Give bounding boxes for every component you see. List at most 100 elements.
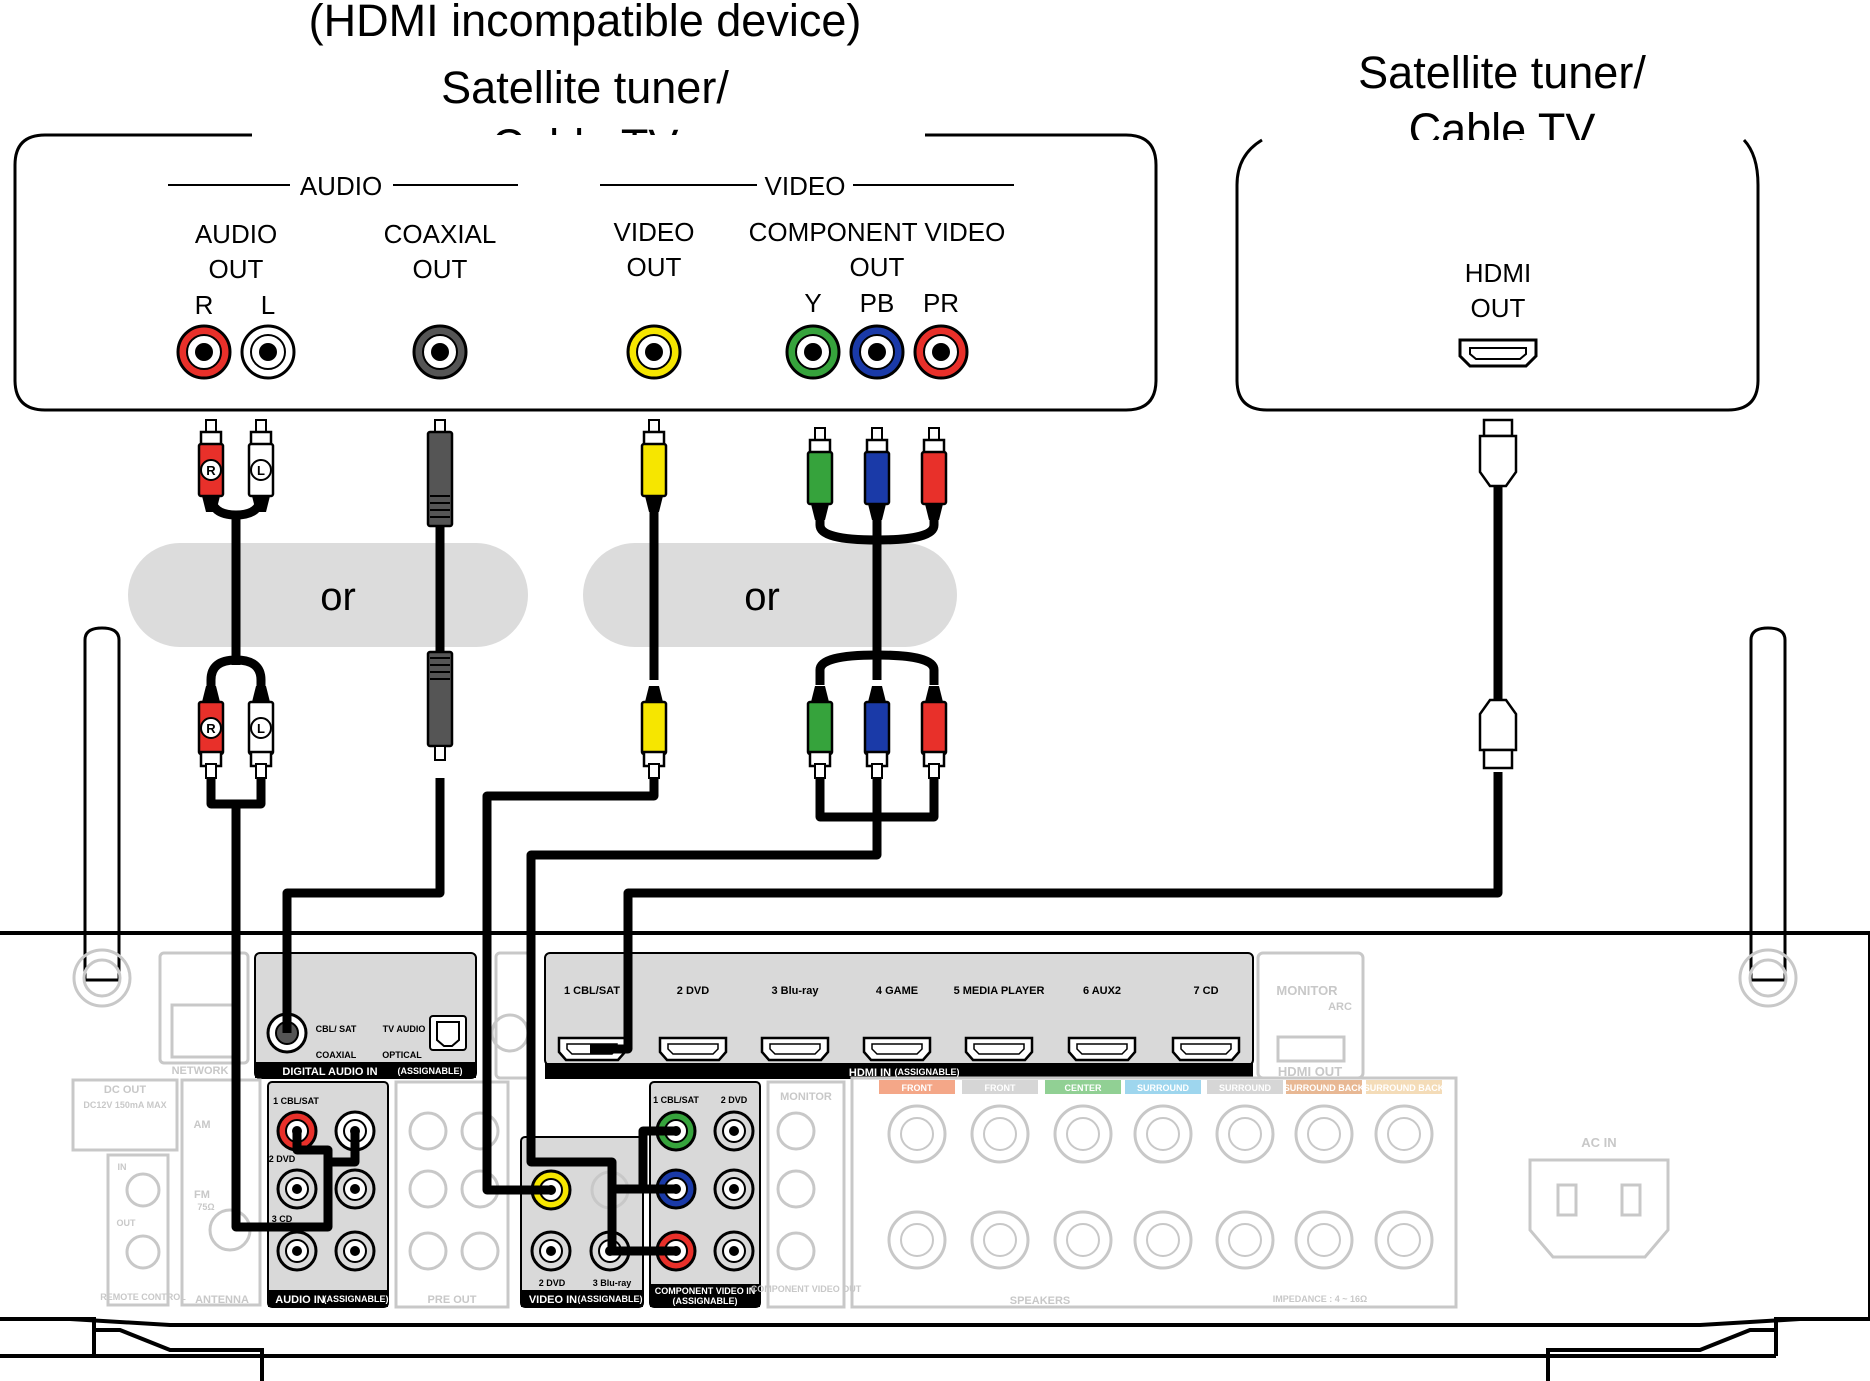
audio-out-label-2: OUT [209,254,264,284]
video-out-label-1: VIDEO [614,217,695,247]
audio-out-label-1: AUDIO [195,219,277,249]
speaker-terminal-5: SURROUND [1207,1080,1283,1270]
right-device: Satellite tuner/ Cable TV HDMI OUT [1235,47,1760,412]
hdmi-in-panel: HDMI IN (ASSIGNABLE) 1 CBL/SAT 2 DVD 3 Blu… [544,952,1254,1079]
network-label: NETWORK [172,1065,229,1077]
am-label: AM [193,1119,210,1131]
jack-audio-l [240,324,296,380]
plug-component-pr-bottom [920,686,948,779]
hdmi-in-assignable: (ASSIGNABLE) [895,1067,960,1077]
video-in-label: VIDEO IN [529,1294,577,1306]
left-device: (HDMI incompatible device) Satellite tun… [13,0,1158,412]
optical-label: OPTICAL [382,1050,422,1060]
antenna-right [1738,626,1798,1008]
hdmi-in-port-label: 1 CBL/SAT [564,985,620,997]
speaker-channel-label: FRONT [902,1083,933,1093]
pre-out-label: PRE OUT [428,1294,477,1306]
plug-video-bottom [640,686,668,779]
plug-component-y-bottom [806,686,834,779]
jack-video [626,324,682,380]
plug-letter: R [206,721,216,736]
coaxial-out-label-2: OUT [413,254,468,284]
antenna-label: ANTENNA [195,1294,249,1306]
jack-audio-r [176,324,232,380]
plug-hdmi-bottom [1478,698,1518,770]
plug-letter: R [206,463,216,478]
ac-in-socket: AC IN [1528,1135,1670,1259]
dc-out-label: DC OUT [104,1084,146,1096]
component-out-label-1: COMPONENT VIDEO [749,217,1006,247]
plug-component-pb-top [863,427,891,520]
speaker-terminal-7: SURROUND BACK [1364,1080,1445,1270]
video-in-label-2: 2 DVD [539,1278,566,1288]
hdmi-in-port-label: 6 AUX2 [1083,985,1121,997]
digital-audio-in-assignable: (ASSIGNABLE) [398,1066,463,1076]
left-device-subtitle: (HDMI incompatible device) [309,0,862,46]
hdmi-in-port-label: 2 DVD [677,985,709,997]
antenna-left [72,626,132,1008]
component-video-in-panel: COMPONENT VIDEO IN (ASSIGNABLE) 1 CBL/SA… [649,1081,761,1308]
hdmi-in-label: HDMI IN [849,1067,891,1079]
audio-in-label-1: 1 CBL/SAT [273,1096,319,1106]
hdmi-in-port-3: 3 Blu-ray [760,985,830,1062]
speaker-channel-label: SURROUND [1137,1083,1190,1093]
video-in-assignable: (ASSIGNABLE) [578,1294,643,1304]
hdmi-out-panel: MONITOR ARC HDMI OUT [1256,951,1365,1080]
remote-in-label: IN [118,1162,127,1172]
jack-component-pb [849,324,905,380]
dc-spec-label: DC12V 150mA MAX [83,1100,166,1110]
jack-coaxial [412,324,468,380]
plug-component-pb-bottom [863,686,891,779]
plug-letter: L [257,463,265,478]
remote-control-label: REMOTE CONTROL [100,1292,186,1302]
audio-r-label: R [195,290,214,320]
component-video-out-label: COMPONENT VIDEO OUT [751,1284,862,1294]
plug-audio-r-bottom: R [197,686,225,779]
hdmi-in-port-label: 4 GAME [876,985,918,997]
speaker-terminal-1: FRONT [879,1080,955,1270]
hdmi-in-port-label: 5 MEDIA PLAYER [954,985,1045,997]
speaker-channel-label: SURROUND BACK [1364,1083,1445,1093]
hdmi-out-label-2: OUT [1471,293,1526,323]
hdmi-out-port [1458,338,1538,368]
coax-cbl-sat-label: CBL/ SAT [316,1024,357,1034]
video-out-label-2: OUT [627,252,682,282]
plug-audio-l-bottom: L [247,686,275,779]
speaker-terminal-2: FRONT [962,1080,1038,1270]
audio-in-label-3: 3 CD [272,1214,293,1224]
hdmi-in-port-label: 3 Blu-ray [771,985,819,997]
plug-component-pr-top [920,427,948,520]
component-video-in-label: COMPONENT VIDEO IN [655,1286,756,1296]
or-label-left: or [320,575,356,619]
speaker-channel-label: CENTER [1064,1083,1102,1093]
component-pr-label: PR [923,288,959,318]
or-pill-left [128,543,528,647]
audio-l-label: L [261,290,275,320]
network-port: NETWORK [158,951,250,1077]
plug-letter: L [257,721,265,736]
hdmi-in-port-label: 7 CD [1193,985,1218,997]
coaxial-label: COAXIAL [316,1050,357,1060]
component-in-label-1: 1 CBL/SAT [653,1095,699,1105]
component-video-in-assignable: (ASSIGNABLE) [673,1296,738,1306]
fm-ohm-label: 75Ω [197,1202,214,1212]
speaker-channel-label: FRONT [985,1083,1016,1093]
impedance-label: IMPEDANCE : 4 ~ 16Ω [1273,1294,1368,1304]
audio-in-label-2: 2 DVD [269,1154,296,1164]
fm-label: FM [194,1189,210,1201]
hdmi-in-port-4: 4 GAME [862,985,932,1062]
cables: R L R L [197,418,1518,1256]
component-pb-label: PB [860,288,895,318]
speakers-panel: FRONT FRONT CENTER SURROUND SURROUND SURROUND… [850,1076,1458,1309]
audio-in-label: AUDIO IN [275,1294,325,1306]
hdmi-out-label-1: HDMI [1465,258,1531,288]
arc-label: ARC [1328,1001,1352,1013]
digital-audio-in-label: DIGITAL AUDIO IN [282,1066,377,1078]
hdmi-in-port-2: 2 DVD [658,985,728,1062]
plug-component-y-top [806,427,834,520]
remote-out-label: OUT [117,1218,137,1228]
plug-audio-r-top: R [197,419,225,512]
component-video-out-panel: MONITOR COMPONENT VIDEO OUT [751,1080,862,1309]
coaxial-out-label-1: COAXIAL [384,219,497,249]
